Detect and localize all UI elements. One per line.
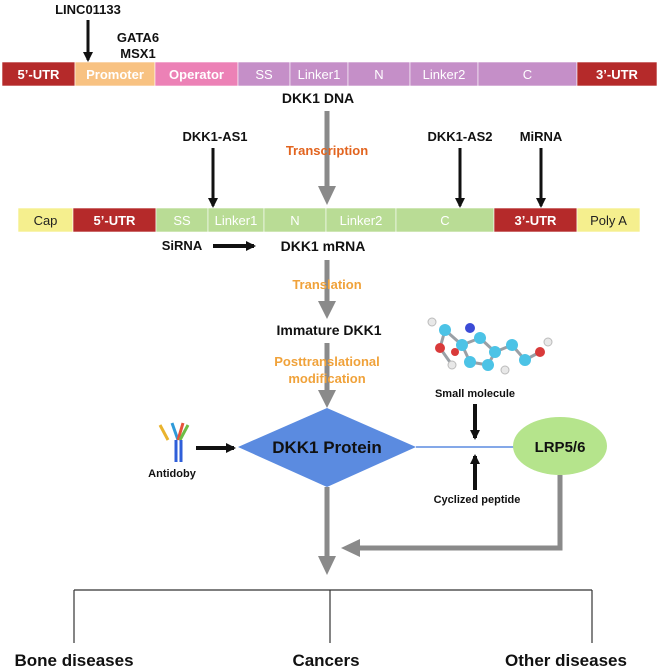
mrna-segment (72, 207, 157, 233)
mrna-segment (576, 207, 641, 233)
dkk1-protein-label: DKK1 Protein (272, 438, 382, 457)
main-flow-head-4 (318, 556, 336, 575)
dna-segment (477, 61, 578, 87)
dna-segment (1, 61, 76, 87)
small-molecule-illustration (427, 317, 553, 375)
sirna-label: SiRNA (162, 238, 203, 253)
small-molecule-label: Small molecule (435, 388, 515, 400)
dna-segment-label: Operator (169, 67, 224, 82)
dna-segment-label: C (523, 67, 532, 82)
dna-segment (154, 61, 239, 87)
dna-segment-label: 5’-UTR (18, 67, 61, 82)
mrna-segment-label: N (290, 213, 299, 228)
posttranslational-label: Posttranslational (274, 354, 379, 369)
outcome-bone-diseases: Bone diseases (14, 651, 133, 670)
dna-segment-label: Linker1 (298, 67, 341, 82)
dna-segment (409, 61, 479, 87)
mirna-label: MiRNA (520, 129, 563, 144)
main-flow-head-2 (318, 301, 336, 319)
dna-segment-label: N (374, 67, 383, 82)
dkk1-as1-label: DKK1-AS1 (182, 129, 247, 144)
mrna-segment-label: Linker2 (340, 213, 383, 228)
dna-segment (347, 61, 411, 87)
translation-label: Translation (292, 277, 361, 292)
dna-segment-label: Promoter (86, 67, 144, 82)
mrna-segment (395, 207, 495, 233)
lrp56-ellipse (513, 417, 607, 475)
mrna-segment-label: SS (173, 213, 191, 228)
dkk1-as2-label: DKK1-AS2 (427, 129, 492, 144)
immature-dkk1-label: Immature DKK1 (276, 322, 381, 338)
mrna-segment-label: Linker1 (215, 213, 258, 228)
dna-segment (74, 61, 156, 87)
mrna-segment-label: 3’-UTR (515, 213, 558, 228)
mrna-segment (325, 207, 397, 233)
mrna-label: DKK1 mRNA (281, 238, 366, 254)
dna-segment (289, 61, 349, 87)
dna-segment (576, 61, 658, 87)
mrna-segment-label: 5’-UTR (94, 213, 137, 228)
transcription-label: Transcription (286, 143, 368, 158)
mrna-segment-label: Poly A (590, 213, 627, 228)
msx1-label: MSX1 (120, 46, 155, 61)
cyclized-peptide-label: Cyclized peptide (434, 494, 521, 506)
mrna-segment-label: Cap (34, 213, 58, 228)
antibody-label: Antidoby (148, 468, 197, 480)
outcome-cancers: Cancers (292, 651, 359, 670)
lrp56-label: LRP5/6 (535, 439, 586, 456)
dna-segment-label: Linker2 (423, 67, 466, 82)
main-flow-head-1 (318, 186, 336, 205)
dna-bar: 5’-UTR Promoter Operator SS Linker1 N Linker2 C… (1, 61, 658, 87)
outcome-bracket (73, 589, 593, 643)
linc-regulator-label: LINC01133 (55, 2, 121, 17)
dna-label: DKK1 DNA (282, 90, 354, 106)
modification-label: modification (288, 371, 365, 386)
dna-segment-label: 3’-UTR (596, 67, 639, 82)
lrp-return-head (341, 539, 360, 557)
mrna-bar: Cap 5’-UTR SS Linker1 N Linker2 C 3’-UTR Poly A (17, 207, 641, 233)
main-flow-head-3 (318, 390, 336, 408)
mrna-segment-label: C (440, 213, 449, 228)
lrp-return-line (358, 475, 563, 551)
mrna-segment (493, 207, 578, 233)
dkk1-protein-diamond (238, 408, 416, 487)
antibody-icon (158, 422, 190, 462)
mrna-segment (207, 207, 265, 233)
gata6-label: GATA6 (117, 30, 159, 45)
dna-segment-label: SS (255, 67, 273, 82)
outcome-other-diseases: Other diseases (505, 651, 627, 670)
